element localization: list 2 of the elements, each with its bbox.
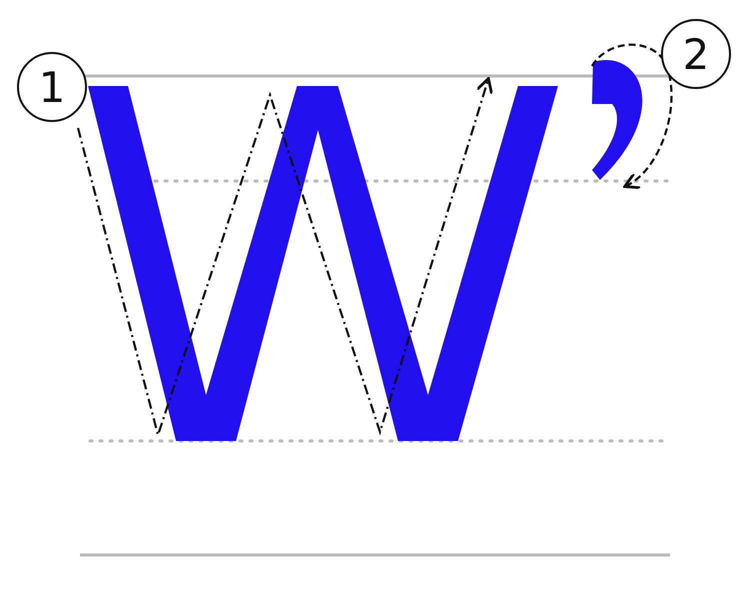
callout-number: 2 (661, 19, 731, 89)
callout-number: 1 (17, 52, 87, 122)
